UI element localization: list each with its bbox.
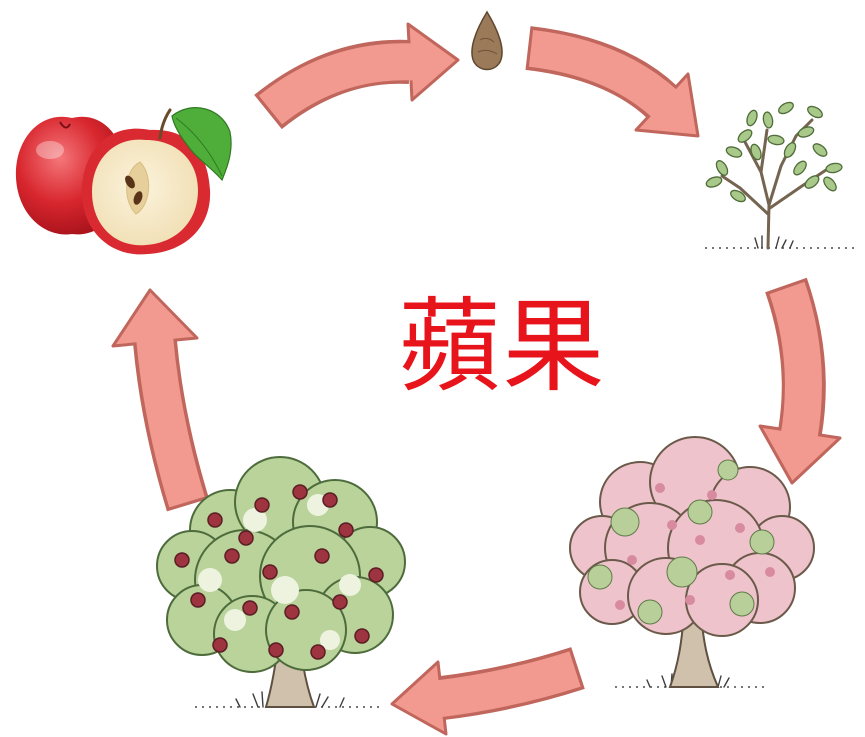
fruit	[207, 512, 223, 528]
fruit	[224, 548, 240, 564]
apple-seed	[125, 175, 135, 189]
fruit	[322, 492, 338, 508]
apple-fruit-icon	[15, 107, 232, 255]
fruit	[314, 548, 330, 564]
fruit	[268, 642, 284, 658]
fruit	[332, 594, 348, 610]
apple-seed	[133, 191, 143, 205]
fruit	[242, 600, 258, 616]
arrow-fruiting-to-apple	[111, 288, 210, 512]
fruit	[284, 604, 300, 620]
fruit	[368, 567, 384, 583]
fruiting-tree-icon	[156, 456, 406, 708]
fruit	[354, 628, 370, 644]
sapling-tree-icon	[705, 101, 855, 250]
fruit	[174, 552, 190, 568]
fruit	[238, 530, 254, 546]
fruit	[212, 637, 228, 653]
arrow-seed-to-sapling	[525, 26, 700, 138]
fruit	[310, 644, 326, 660]
fruit	[262, 564, 278, 580]
fruit	[254, 497, 270, 513]
seed-icon	[471, 10, 503, 71]
diagram-title: 蘋果	[398, 288, 607, 407]
arrow-flowering-to-fruiting	[390, 647, 585, 736]
fruit	[190, 592, 206, 608]
apple-leaf	[171, 107, 232, 182]
arrow-apple-to-seed	[254, 22, 460, 130]
fruit	[292, 484, 308, 500]
arrow-sapling-to-flowering	[758, 277, 842, 485]
fruit	[338, 522, 354, 538]
flowering-tree-icon	[569, 436, 815, 688]
apple-stem	[158, 108, 172, 140]
half-apple	[82, 128, 211, 255]
